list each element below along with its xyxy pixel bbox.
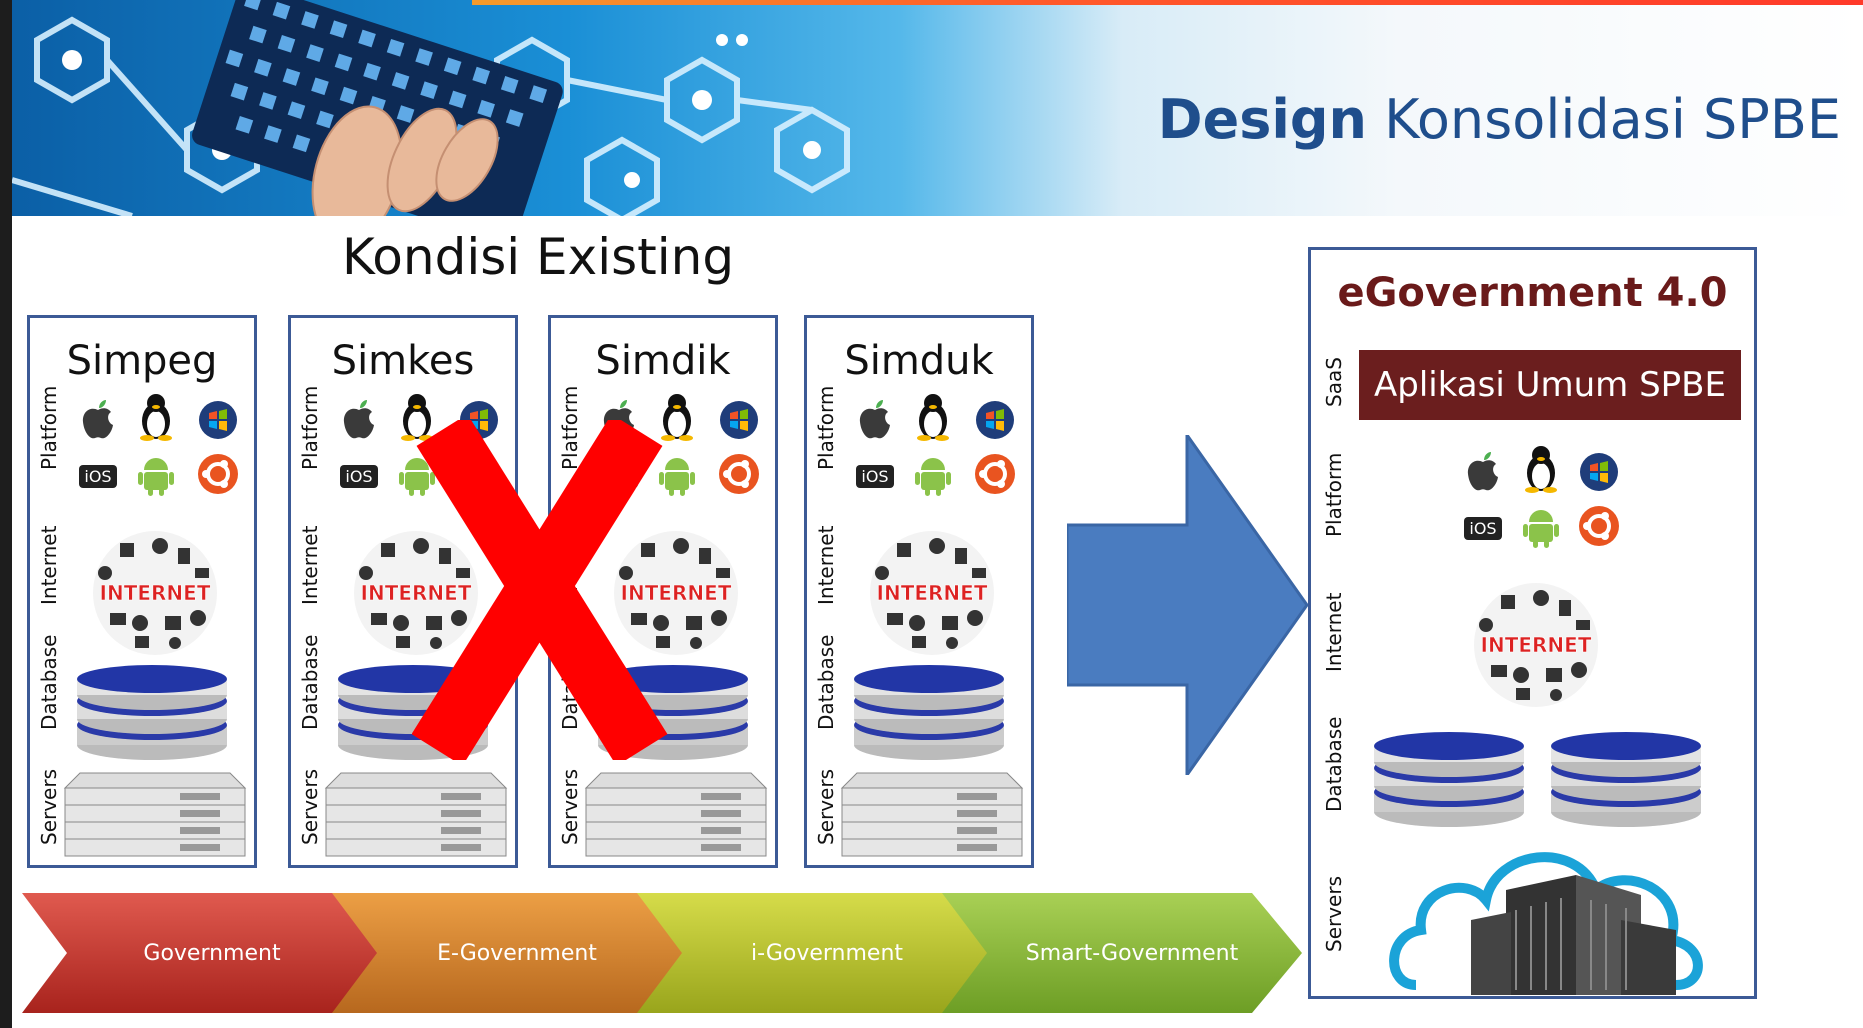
ios-label: iOS [79, 464, 117, 488]
egovernment-panel: eGovernment 4.0 SaaS Aplikasi Umum SPBE … [1308, 247, 1757, 999]
linux-icon [395, 394, 439, 441]
os-icons: iOS [1461, 446, 1631, 565]
stage-label: E-Government [437, 940, 597, 966]
stage-label: Smart-Government [1025, 940, 1239, 966]
android-icon [655, 452, 699, 496]
ios-icon: iOS [76, 454, 120, 498]
android-icon [134, 452, 178, 496]
column-simduk: Simduk Platform Internet Database Server… [804, 315, 1034, 868]
servers-icon [60, 763, 250, 863]
servers-icon [321, 763, 511, 863]
ios-label: iOS [340, 464, 378, 488]
layer-label-database: Database [37, 634, 61, 730]
linux-icon [911, 394, 955, 441]
title-rest: Konsolidasi SPBE [1384, 88, 1841, 151]
android-icon [911, 452, 955, 496]
stage-chevrons [22, 893, 1302, 1013]
layer-label-database: Database [1322, 716, 1346, 812]
linux-icon [1519, 446, 1563, 493]
internet-label: INTERNET [361, 581, 472, 605]
ios-label: iOS [1464, 516, 1502, 540]
database-icon [849, 663, 1009, 763]
layer-label-servers: Servers [37, 768, 61, 845]
android-icon [1519, 504, 1563, 548]
internet-label: INTERNET [877, 581, 988, 605]
saas-app-bar: Aplikasi Umum SPBE [1359, 350, 1741, 420]
stage-government [22, 893, 382, 1013]
hexagon-network-graphic [12, 0, 850, 216]
internet-cloud-icon: INTERNET [601, 528, 751, 658]
linux-icon [134, 394, 178, 441]
servers-icon [837, 763, 1027, 863]
windows-icon [196, 398, 240, 442]
ubuntu-icon [1577, 504, 1621, 548]
database-icon [72, 663, 232, 763]
column-title: Simpeg [66, 338, 218, 384]
ios-icon: iOS [1461, 506, 1505, 550]
layer-label-internet: Internet [37, 525, 61, 605]
layer-label-database: Database [298, 634, 322, 730]
windows-icon [717, 398, 761, 442]
ubuntu-icon [717, 452, 761, 496]
layer-label-platform: Platform [298, 385, 322, 470]
servers-icon [581, 763, 771, 863]
stage-label: i-Government [750, 940, 904, 966]
ios-icon: iOS [853, 454, 897, 498]
stage-i-government [637, 893, 992, 1013]
slide: Design Konsolidasi SPBE Kondisi Existing… [12, 0, 1863, 1028]
windows-icon [973, 398, 1017, 442]
layer-label-servers: Servers [558, 768, 582, 845]
transition-arrow-icon [1067, 435, 1309, 775]
os-icons: iOS [853, 394, 1023, 513]
linux-icon [655, 394, 699, 441]
android-icon [395, 452, 439, 496]
layer-label-servers: Servers [814, 768, 838, 845]
ios-label: iOS [856, 464, 894, 488]
column-title: Simduk [844, 338, 994, 384]
layer-label-platform: Platform [1322, 452, 1346, 537]
layer-label-servers: Servers [298, 768, 322, 845]
column-simkes: Simkes Platform Internet Database Server… [288, 315, 518, 868]
ios-icon: iOS [337, 454, 381, 498]
stage-smart-government [942, 893, 1302, 1013]
database-icon [1369, 730, 1529, 830]
layer-label-platform: Platform [37, 385, 61, 470]
layer-label-servers: Servers [1322, 875, 1346, 952]
internet-label: INTERNET [621, 581, 732, 605]
page-title: Design Konsolidasi SPBE [1158, 88, 1841, 151]
layer-label-database: Database [814, 634, 838, 730]
internet-label: INTERNET [100, 581, 211, 605]
apple-icon [337, 398, 381, 442]
apple-icon [76, 398, 120, 442]
ubuntu-icon [973, 452, 1017, 496]
internet-label: INTERNET [1481, 633, 1592, 657]
layer-label-saas: SaaS [1322, 357, 1346, 407]
column-simpeg: Simpeg Platform Internet Database Server… [27, 315, 257, 868]
os-icons: iOS [76, 394, 246, 513]
internet-cloud-icon: INTERNET [341, 528, 491, 658]
internet-cloud-icon: INTERNET [1461, 580, 1611, 710]
existing-title: Kondisi Existing [342, 228, 735, 286]
layer-label-internet: Internet [298, 525, 322, 605]
database-icon [1546, 730, 1706, 830]
stage-e-government [332, 893, 687, 1013]
cloud-datacenter-icon [1389, 852, 1703, 995]
stage-label: Government [143, 940, 281, 966]
ubuntu-icon [196, 452, 240, 496]
windows-icon [1577, 450, 1621, 494]
internet-cloud-icon: INTERNET [857, 528, 1007, 658]
title-bold: Design [1157, 88, 1367, 151]
internet-cloud-icon: INTERNET [80, 528, 230, 658]
column-title: Simkes [331, 338, 475, 384]
column-title: Simdik [595, 338, 731, 384]
layer-label-internet: Internet [1322, 592, 1346, 672]
header-banner: Design Konsolidasi SPBE [12, 0, 1863, 216]
apple-icon [1461, 450, 1505, 494]
layer-label-platform: Platform [814, 385, 838, 470]
red-cross-icon [412, 420, 668, 760]
layer-label-internet: Internet [814, 525, 838, 605]
apple-icon [853, 398, 897, 442]
egovernment-title: eGovernment 4.0 [1337, 270, 1728, 316]
accent-line [472, 0, 1863, 5]
